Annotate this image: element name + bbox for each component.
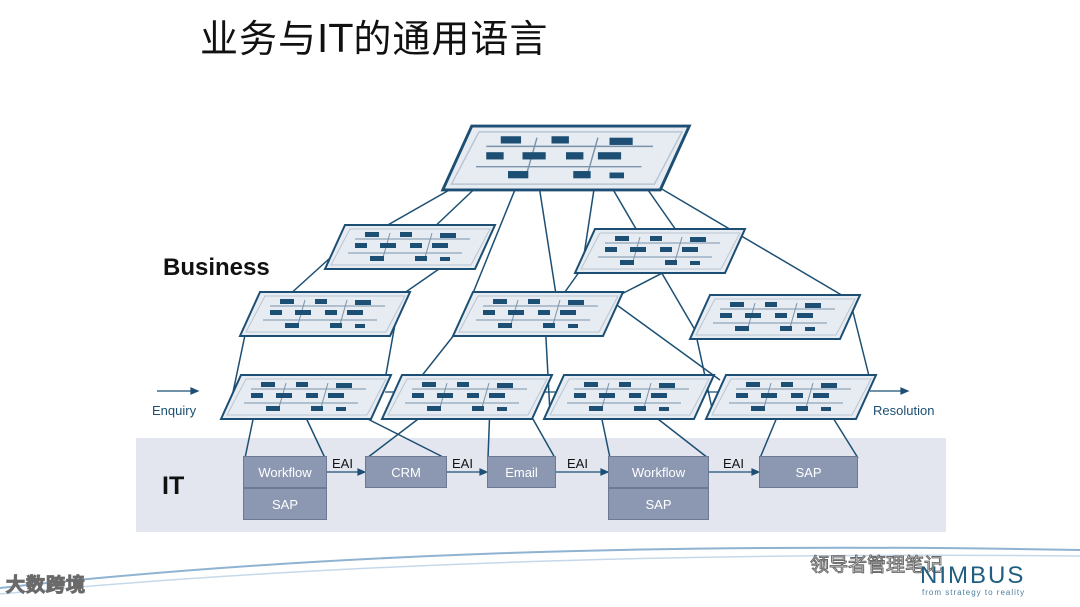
process-plate-4 [705, 374, 877, 420]
watermark-right: 领导者管理笔记 [809, 555, 944, 577]
footer-swoosh [0, 546, 1080, 595]
nimbus-tagline: from strategy to reality [922, 588, 1026, 597]
page-title: 业务与IT的通用语言 [200, 17, 549, 61]
resolution-label: Resolution [873, 403, 935, 418]
enquiry-label: Enquiry [152, 403, 197, 418]
watermark-left: 大数跨境 [5, 575, 87, 597]
process-plate-3 [543, 374, 715, 420]
business-plate-l1-right [574, 228, 746, 274]
nimbus-logo: NIMBUS [920, 562, 1026, 589]
top-process-plate [441, 124, 691, 192]
it-arrows [327, 468, 761, 476]
it-box-sap-1: SAP [243, 488, 327, 520]
it-box-workflow-1: Workflow [243, 456, 327, 488]
eai-label-2: EAI [452, 456, 473, 471]
it-label: IT [162, 472, 185, 500]
it-box-workflow-2: Workflow [608, 456, 709, 488]
business-label: Business [163, 254, 270, 281]
business-plate-l2-right [689, 294, 861, 340]
eai-label-4: EAI [723, 456, 744, 471]
it-box-crm: CRM [365, 456, 447, 488]
process-plate-1 [220, 374, 392, 420]
business-plate-l2-left [239, 291, 411, 337]
eai-label-1: EAI [332, 456, 353, 471]
business-plate-l2-middle [452, 291, 624, 337]
it-box-sap-3: SAP [759, 456, 858, 488]
eai-label-3: EAI [567, 456, 588, 471]
business-plate-l1-left [324, 224, 496, 270]
it-box-email: Email [487, 456, 556, 488]
process-plate-2 [381, 374, 553, 420]
it-box-sap-2: SAP [608, 488, 709, 520]
